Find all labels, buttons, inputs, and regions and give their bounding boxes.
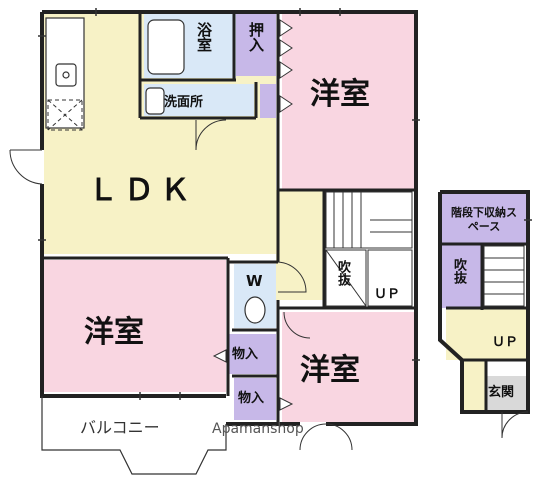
washbasin	[145, 87, 165, 115]
wc-label: W	[246, 272, 263, 290]
fukinuke2-label: 吹抜	[451, 258, 466, 284]
genkan-label: 玄関	[488, 385, 515, 400]
bathtub	[147, 19, 185, 75]
storage-area	[442, 194, 526, 244]
entrance-landing	[464, 360, 486, 410]
up2-label: ＵＰ	[492, 335, 519, 350]
genkan-area	[486, 376, 526, 410]
storage-label: 階段下収納スペース	[451, 206, 517, 233]
oshiire-label: 押入	[247, 22, 265, 52]
youshitsu-w-label: 洋室	[84, 315, 144, 350]
bath-label: 浴室	[195, 22, 213, 52]
mono1-area	[228, 334, 276, 374]
youshitsu-ne-label: 洋室	[310, 77, 370, 112]
youshitsu-s-label: 洋室	[300, 353, 360, 388]
youshitsu-s-area	[282, 312, 414, 422]
stair-lower-area	[446, 308, 526, 360]
mono2-area	[234, 378, 276, 420]
mono1-label: 物入	[232, 347, 259, 362]
toilet	[244, 296, 266, 324]
oshiire-small-area	[260, 84, 276, 118]
balcony-label: バルコニー	[80, 418, 160, 437]
youshitsu-ne-area	[282, 14, 414, 190]
up1-label: ＵＰ	[374, 287, 401, 302]
mono2-label: 物入	[238, 391, 265, 406]
hall-area	[276, 190, 324, 300]
youshitsu-w-area	[44, 260, 226, 392]
fukinuke2-area	[442, 244, 482, 308]
ldk-label: ＬＤＫ	[88, 173, 196, 208]
senmenjo-label: 洗面所	[164, 95, 204, 110]
fukinuke1-label: 吹抜	[335, 260, 350, 286]
watermark: Apamanshop	[212, 421, 304, 437]
oshiire-area	[236, 14, 276, 76]
